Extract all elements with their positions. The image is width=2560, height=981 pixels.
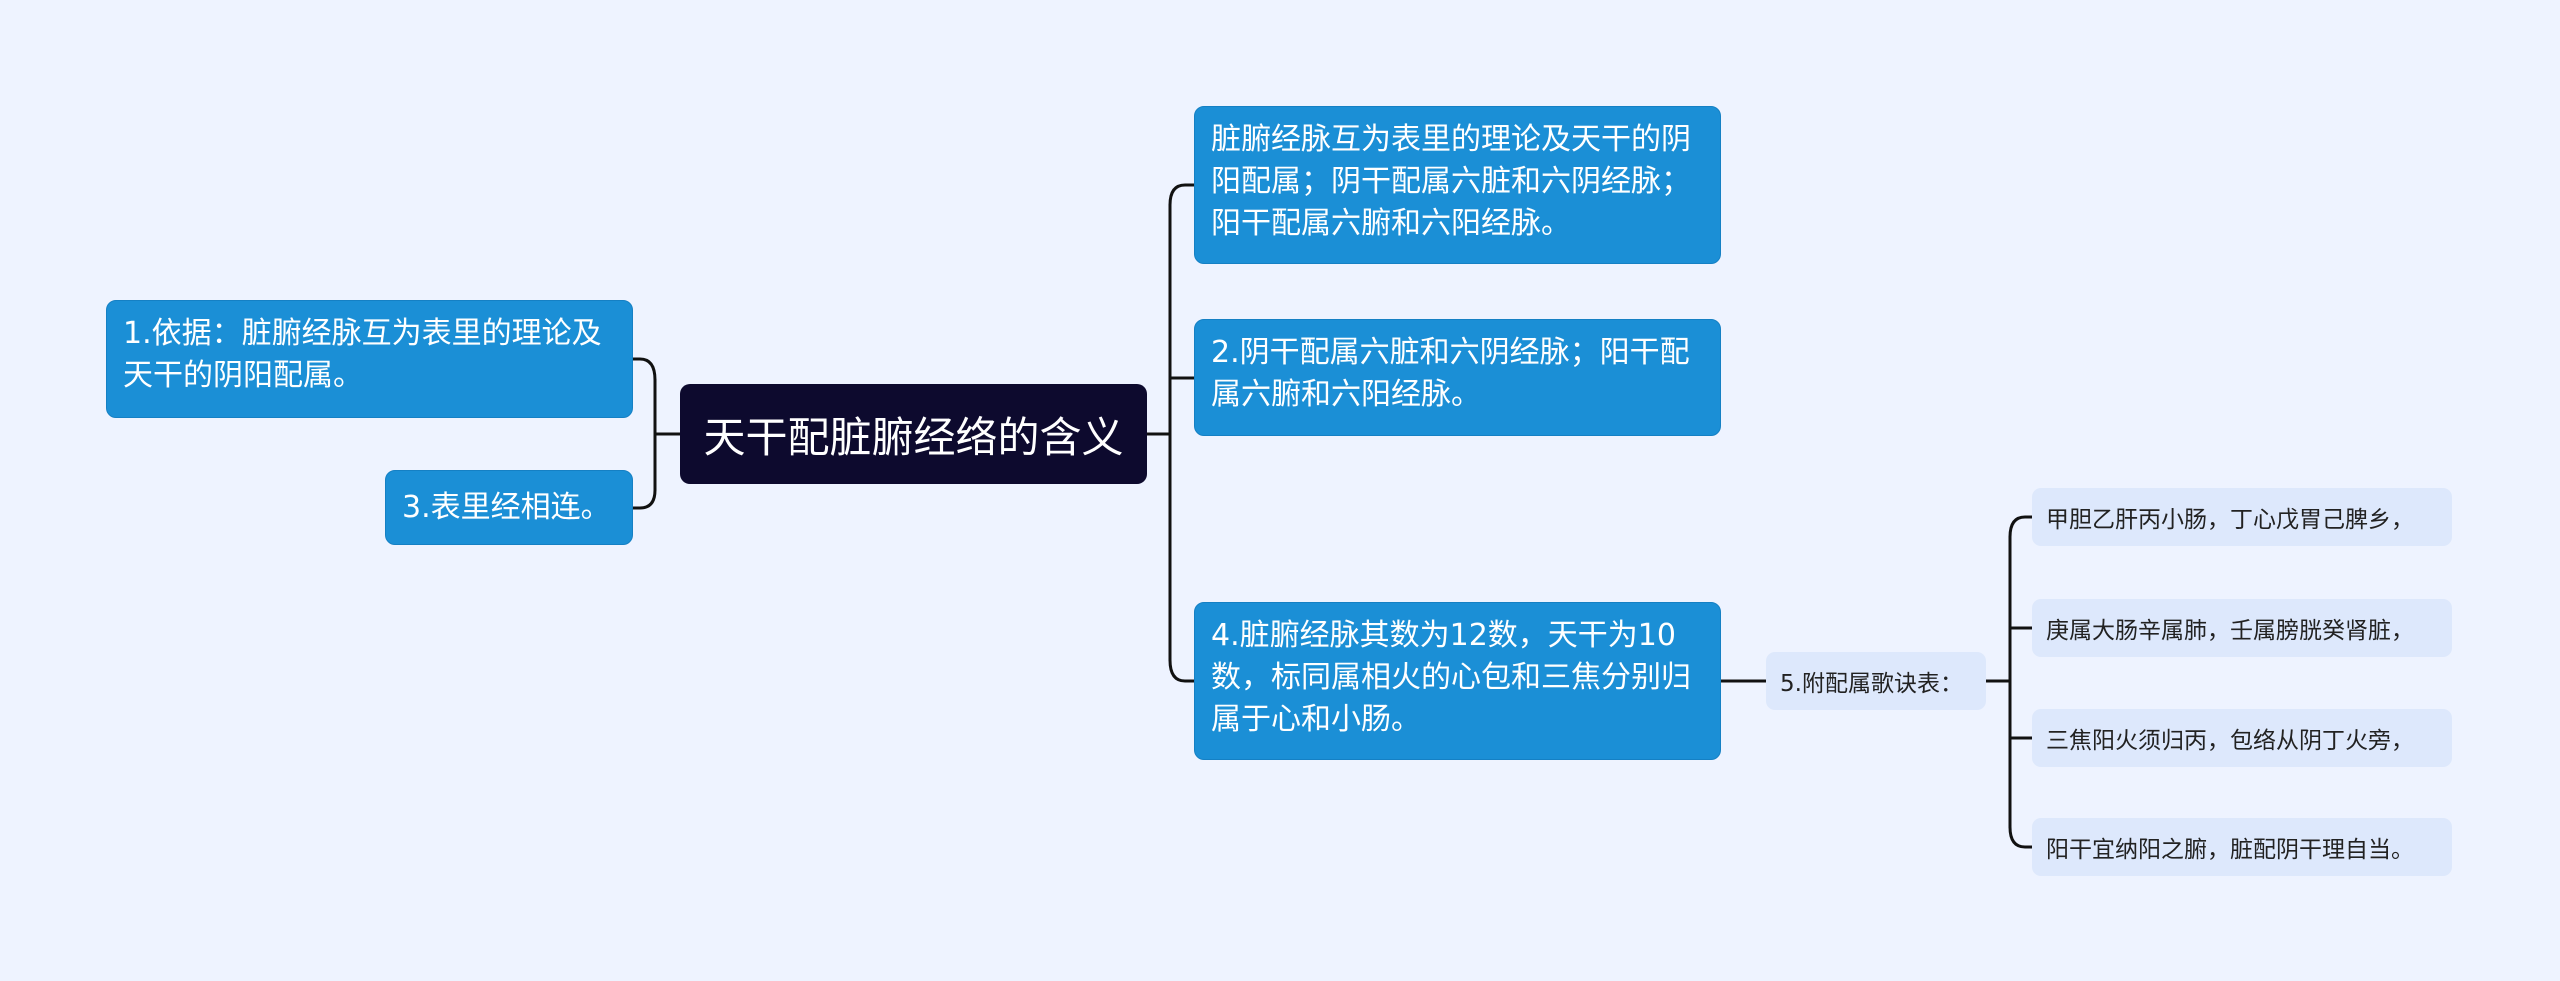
topic-yin-yang-stems[interactable]: 2.阴干配属六脏和六阴经脉；阳干配属六腑和六阳经脉。	[1194, 319, 1721, 436]
subtopic-rhyme-table[interactable]: 5.附配属歌诀表：	[1766, 652, 1986, 710]
root-topic[interactable]: 天干配脏腑经络的含义	[680, 384, 1147, 484]
rhyme-line-3[interactable]: 三焦阳火须归丙，包络从阴丁火旁，	[2032, 709, 2452, 767]
connector-r4	[1168, 658, 1196, 683]
connector-n3	[631, 488, 657, 510]
topic-yin-yang-stems-label: 2.阴干配属六脏和六阴经脉；阳干配属六腑和六阳经脉。	[1211, 335, 1690, 412]
connector-r1	[1168, 183, 1196, 207]
topic-number-matching-label: 4.脏腑经脉其数为12数，天干为10数，标同属相火的心包和三焦分别归属于心和小肠…	[1211, 618, 1691, 737]
topic-theory-summary-label: 脏腑经脉互为表里的理论及天干的阴阳配属；阴干配属六脏和六阴经脉；阳干配属六腑和六…	[1211, 122, 1691, 241]
connector-p4	[2008, 825, 2034, 849]
topic-basis-label: 1.依据：脏腑经脉互为表里的理论及天干的阴阳配属。	[123, 316, 602, 393]
topic-number-matching[interactable]: 4.脏腑经脉其数为12数，天干为10数，标同属相火的心包和三焦分别归属于心和小肠…	[1194, 602, 1721, 760]
root-topic-label: 天干配脏腑经络的含义	[703, 412, 1124, 462]
topic-theory-summary[interactable]: 脏腑经脉互为表里的理论及天干的阴阳配属；阴干配属六脏和六阴经脉；阳干配属六腑和六…	[1194, 106, 1721, 264]
rhyme-line-1[interactable]: 甲胆乙肝丙小肠，丁心戊胃己脾乡，	[2032, 488, 2452, 546]
topic-connected-meridians[interactable]: 3.表里经相连。	[385, 470, 633, 545]
rhyme-line-2[interactable]: 庚属大肠辛属肺，壬属膀胱癸肾脏，	[2032, 599, 2452, 657]
subtopic-rhyme-table-label: 5.附配属歌诀表：	[1780, 671, 1963, 697]
rhyme-line-2-label: 庚属大肠辛属肺，壬属膀胱癸肾脏，	[2046, 618, 2414, 644]
rhyme-line-4-label: 阳干宜纳阳之腑，脏配阴干理自当。	[2046, 837, 2414, 863]
rhyme-line-4[interactable]: 阳干宜纳阳之腑，脏配阴干理自当。	[2032, 818, 2452, 876]
rhyme-line-1-label: 甲胆乙肝丙小肠，丁心戊胃己脾乡，	[2046, 507, 2414, 533]
topic-connected-meridians-label: 3.表里经相连。	[402, 489, 611, 525]
connector-p1	[2008, 515, 2034, 539]
topic-basis[interactable]: 1.依据：脏腑经脉互为表里的理论及天干的阴阳配属。	[106, 300, 633, 418]
connector-n1	[631, 357, 657, 382]
rhyme-line-3-label: 三焦阳火须归丙，包络从阴丁火旁，	[2046, 728, 2414, 754]
